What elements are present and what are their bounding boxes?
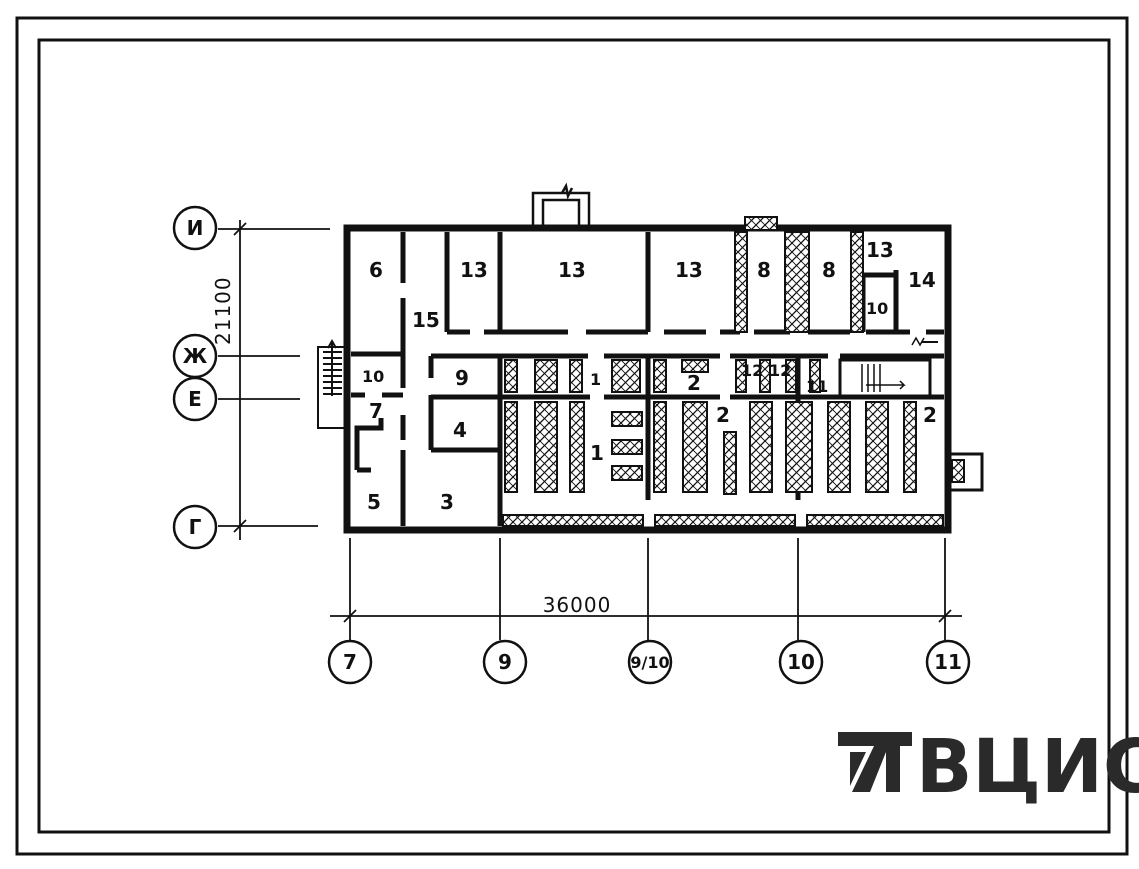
room-label-12: 12 [741,361,763,380]
room-label-1: 1 [590,441,604,465]
room-label-13: 13 [866,238,894,262]
interior-walls [351,232,944,526]
axis-label-10: 10 [787,650,815,674]
room-label-2: 2 [923,403,937,427]
room-label-10: 10 [362,367,384,386]
room-label-13: 13 [558,258,586,282]
axis-label-И: И [187,216,204,240]
axis-label-Г: Г [189,515,202,539]
column-dimension [330,538,962,640]
axis-label-9: 9 [498,650,512,674]
row-dimension [218,220,330,540]
height-dimension: 21100 [211,276,235,345]
room-label-8: 8 [822,258,836,282]
logo-emblem [838,732,912,792]
roof-vent [744,216,778,231]
room-label-13: 13 [460,258,488,282]
room-label-1: 1 [590,370,601,389]
inner-frame [37,38,1111,834]
building-outline [343,224,952,534]
west-stair [317,338,347,429]
room-labels: 6 15 13 13 13 8 8 13 14 10 10 7 9 4 5 3 … [362,238,937,514]
axis-label-11: 11 [934,650,962,674]
room-label-13: 13 [675,258,703,282]
room-label-4: 4 [453,418,467,442]
column-axis-markers: 7 9 9/10 10 11 [327,639,971,685]
room-label-10: 10 [866,299,888,318]
room-label-9: 9 [455,366,469,390]
north-entrance [531,182,591,228]
room-label-11: 11 [806,377,828,396]
room-label-2: 2 [687,371,701,395]
axis-label-7: 7 [343,650,357,674]
room-label-2: 2 [716,403,730,427]
room-label-8: 8 [757,258,771,282]
room-label-6: 6 [369,258,383,282]
vcis-logo: ВЦИС [838,724,1139,810]
logo-text: ВЦИС [916,724,1139,810]
room-label-3: 3 [440,490,454,514]
room-label-14: 14 [908,268,936,292]
room-label-12: 12 [769,361,791,380]
east-stair [861,336,925,392]
room-label-5: 5 [367,490,381,514]
axis-label-Е: Е [188,387,202,411]
axis-label-9-10: 9/10 [630,653,669,672]
width-dimension: 36000 [543,593,612,617]
row-axis-markers: И Ж Е Г [172,205,218,550]
room-label-15: 15 [412,308,440,332]
outer-frame [15,16,1129,856]
east-annex [946,452,984,492]
equipment-racks [502,231,944,527]
room-label-7: 7 [369,399,383,423]
axis-label-Ж: Ж [183,344,208,368]
